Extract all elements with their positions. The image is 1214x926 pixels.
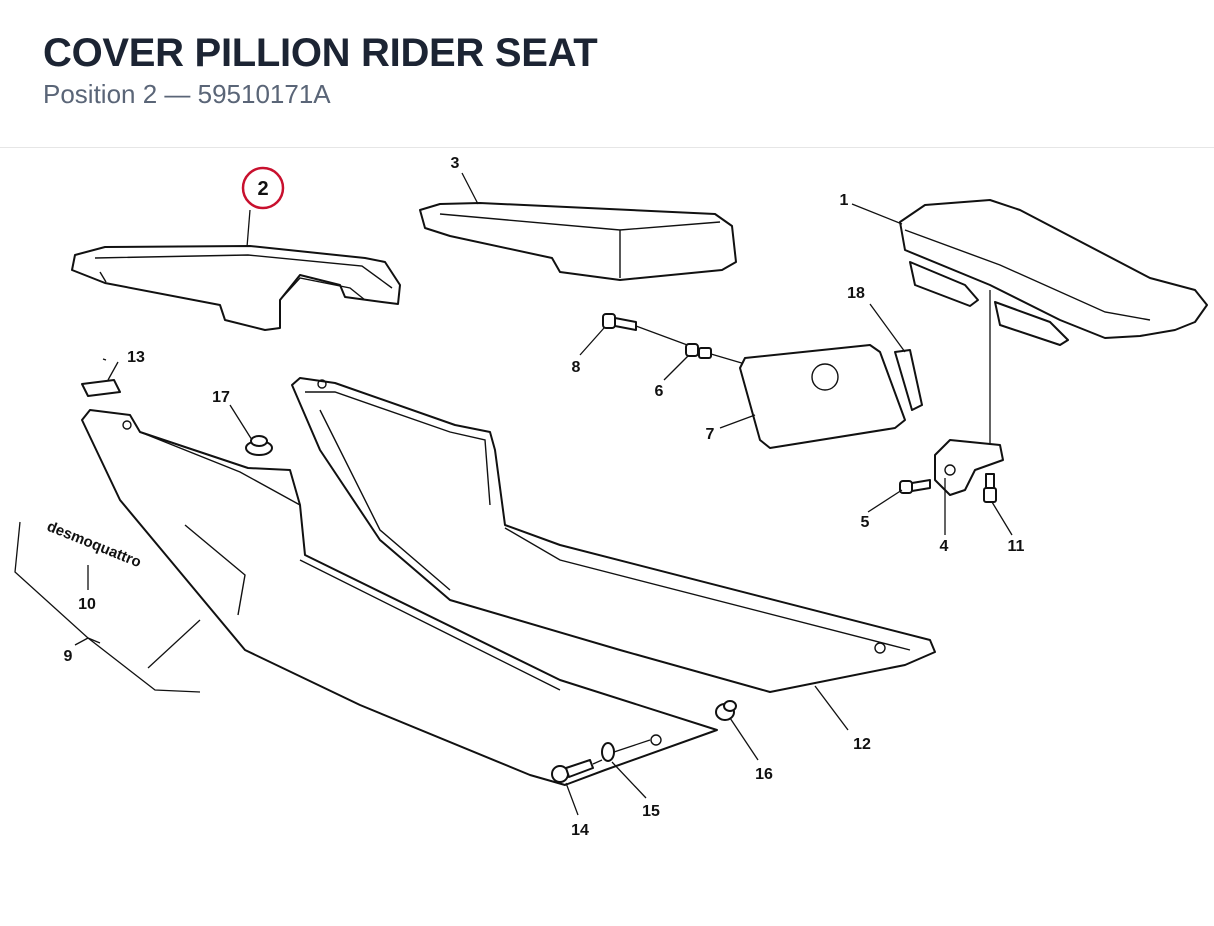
part-11-bolt[interactable] [983,473,997,503]
callout-1[interactable]: 1 [840,192,849,209]
part-15-washer[interactable] [601,739,651,762]
callout-17[interactable]: 17 [212,389,230,406]
callout-7[interactable]: 7 [706,426,715,443]
page-title: COVER PILLION RIDER SEAT [43,31,598,75]
callout-18[interactable]: 18 [847,285,865,302]
callout-3[interactable]: 3 [451,155,460,172]
part-8-screw[interactable] [602,313,691,347]
page-header: COVER PILLION RIDER SEAT Position 2 — 59… [0,0,1214,148]
callout-16[interactable]: 16 [755,766,773,783]
callout-9[interactable]: 9 [64,648,73,665]
part-18-rubber-strip[interactable] [894,349,923,411]
part-9-side-panel[interactable] [81,409,718,786]
part-10-decal[interactable]: desmoquattro [45,518,144,571]
part-7-bracket[interactable] [739,344,906,449]
callout-15[interactable]: 15 [642,803,660,820]
part-1-rider-seat[interactable] [899,199,1208,450]
circle-highlight-icon [241,166,285,210]
part-13-pad[interactable] [81,379,121,397]
part-16-spacer[interactable] [715,700,737,721]
part-3-seat-pad[interactable] [419,202,737,281]
part-12-tail-panel[interactable] [291,377,936,693]
part-14-bolt[interactable] [551,759,603,783]
part-17-grommet[interactable] [245,435,273,456]
callout-10[interactable]: 10 [78,596,96,613]
callout-6[interactable]: 6 [655,383,664,400]
callout-8[interactable]: 8 [572,359,581,376]
callout-13[interactable]: 13 [127,349,145,366]
callout-12[interactable]: 12 [853,736,871,753]
part-6-nut[interactable] [685,343,746,365]
callout-2[interactable]: 2 [257,178,268,200]
part-2-seat-cover[interactable] [71,245,401,331]
leader-lines [14,172,1013,816]
page-subtitle: Position 2 — 59510171A [43,79,331,109]
part-4-hinge-bracket[interactable] [934,439,1004,496]
callout-14[interactable]: 14 [571,822,589,839]
part-5-screw[interactable] [899,479,931,494]
decal-text: desmoquattro [45,518,144,571]
callout-5[interactable]: 5 [861,514,870,531]
callout-11[interactable]: 11 [1008,538,1025,555]
callout-4[interactable]: 4 [940,538,949,555]
